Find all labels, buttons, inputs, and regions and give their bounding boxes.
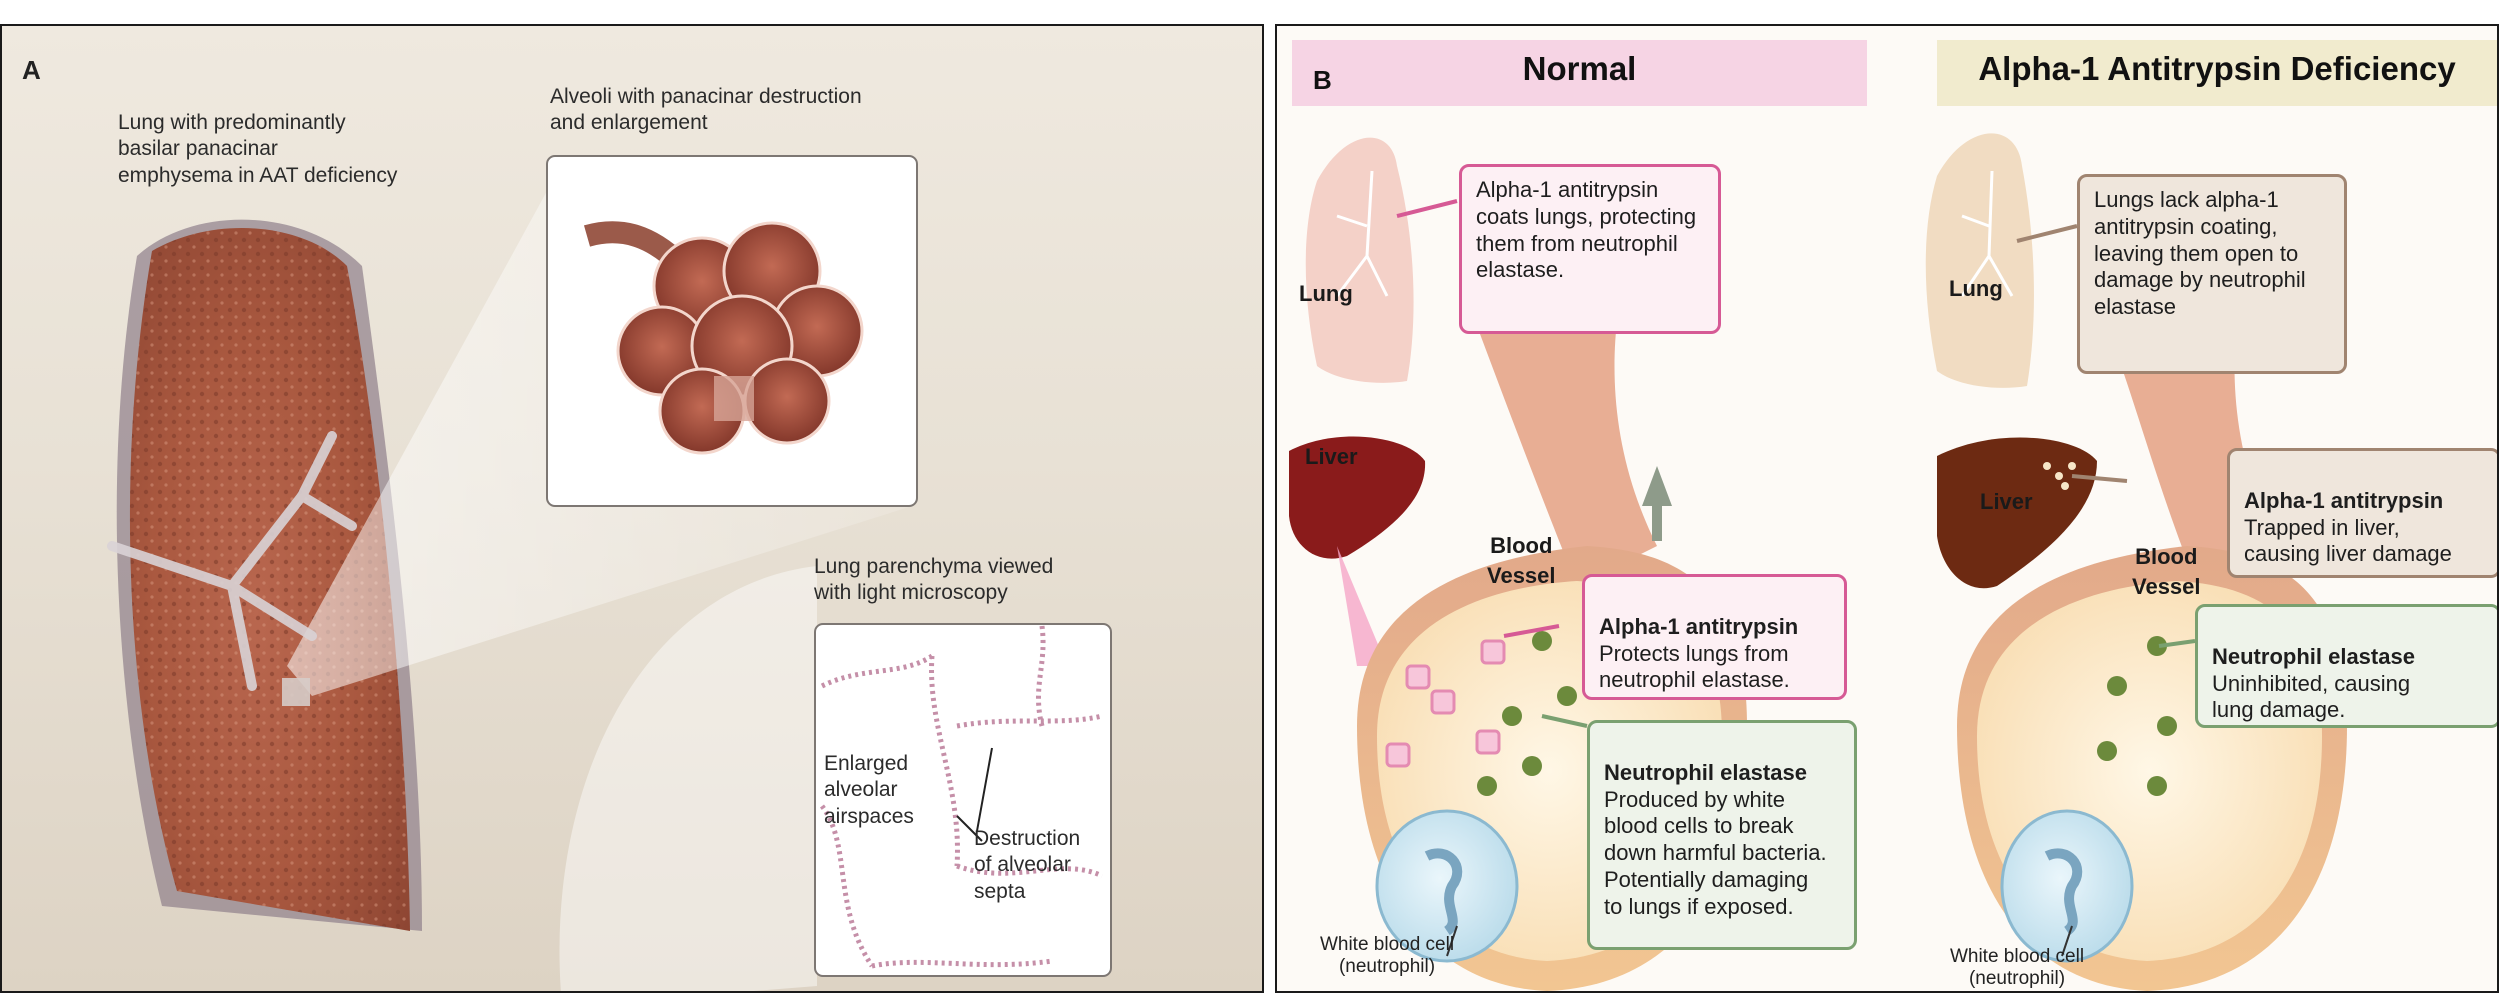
destruction-septa-label: Destruction of alveolar septa (974, 826, 1080, 905)
panel-b: B Normal Lung Liver Blood Vessel Alpha-1… (1275, 24, 2499, 993)
normal-wbc-label: White blood cell (neutrophil) (1297, 934, 1477, 978)
deficiency-vessel-label: Blood Vessel (2132, 542, 2201, 601)
deficiency-lack-callout: Lungs lack alpha-1 antitrypsin coating, … (2077, 174, 2347, 374)
normal-elastase-text: Produced by white blood cells to break d… (1604, 787, 1827, 919)
normal-vessel-label: Blood Vessel (1487, 531, 1556, 590)
parenchyma-label: Lung parenchyma viewed with light micros… (814, 554, 1053, 607)
normal-lung-label: Lung (1299, 281, 1353, 307)
deficiency-elastase-text: Uninhibited, causing lung damage. (2212, 671, 2410, 723)
deficiency-lung-label: Lung (1949, 276, 2003, 302)
lung-label: Lung with predominantly basilar panacina… (118, 110, 397, 189)
normal-aat-text: Protects lungs from neutrophil elastase. (1599, 641, 1790, 693)
normal-coat-callout: Alpha-1 antitrypsin coats lungs, protect… (1459, 164, 1721, 334)
normal-liver-label: Liver (1305, 444, 1358, 470)
deficiency-lung-shape (1926, 133, 2034, 387)
deficiency-wbc-label: White blood cell (neutrophil) (1927, 946, 2107, 990)
alveoli-label: Alveoli with panacinar destruction and e… (550, 84, 862, 137)
deficiency-header: Alpha-1 Antitrypsin Deficiency (1937, 50, 2497, 88)
panel-letter-a: A (22, 54, 41, 87)
normal-header: Normal (1292, 50, 1867, 88)
normal-lung-shape (1306, 138, 1414, 383)
deficiency-aat-text: Trapped in liver, causing liver damage (2244, 515, 2452, 567)
normal-elastase-title: Neutrophil elastase (1604, 760, 1840, 787)
enlarged-airspaces-label: Enlarged alveolar airspaces (824, 751, 914, 830)
deficiency-elastase-title: Neutrophil elastase (2212, 644, 2484, 671)
deficiency-aat-title: Alpha-1 antitrypsin (2244, 488, 2484, 515)
normal-aat-title: Alpha-1 antitrypsin (1599, 614, 1830, 641)
deficiency-liver-label: Liver (1980, 489, 2033, 515)
panel-a: A Lung with predominantly basilar panaci… (0, 24, 1264, 993)
